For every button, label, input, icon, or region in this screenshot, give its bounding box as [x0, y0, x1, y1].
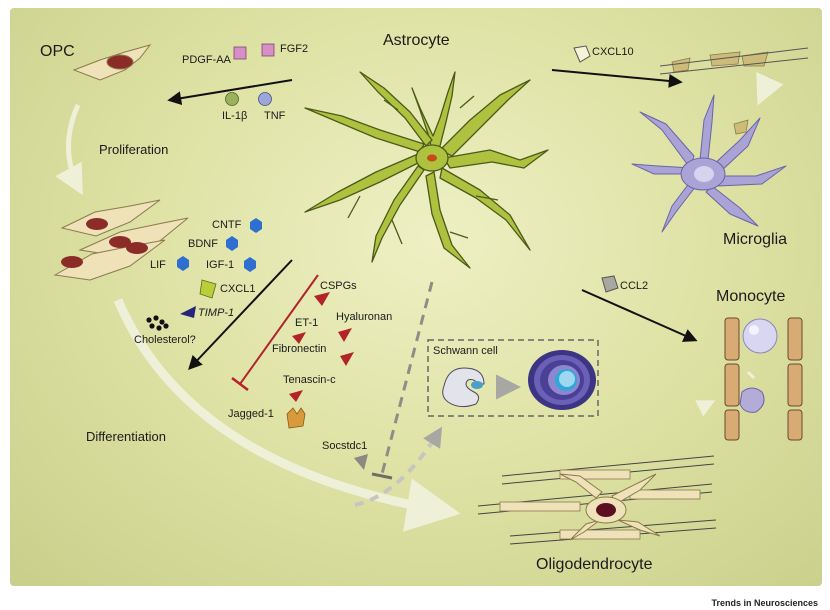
socstdc1-label: Socstdc1 [322, 440, 368, 452]
cxcl1-shape [199, 279, 217, 299]
jagged1-label: Jagged-1 [228, 408, 274, 420]
oligodendrocyte-nucleus [596, 503, 616, 517]
tnf-label: TNF [264, 110, 286, 122]
socstdc1-shape [354, 454, 368, 470]
opc-label: OPC [40, 43, 75, 60]
cxcl10-label: CXCL10 [592, 46, 634, 58]
debris-arrow [756, 71, 784, 106]
astrocyte-cell [304, 71, 549, 269]
arrow-to-microglia [551, 69, 683, 88]
cntf-hexagon [250, 218, 262, 233]
microglia-cell [631, 94, 787, 233]
opc-nucleus [126, 242, 148, 254]
ccl2-shape [601, 275, 619, 293]
schwann-nucleus [471, 381, 483, 389]
schwann-box [427, 339, 599, 417]
dashed-arrow-to-schwann [354, 426, 443, 507]
fgf2-label: FGF2 [280, 43, 309, 55]
fgf2-square [261, 43, 275, 57]
axon-line [659, 47, 809, 67]
cholesterol-dots [146, 315, 169, 331]
microglia-label: Microglia [723, 231, 788, 248]
differentiation-arrow [113, 298, 461, 532]
cxcl10-shape [573, 45, 591, 63]
igf1-hexagon [244, 257, 256, 272]
lif-hexagon [177, 256, 189, 271]
schwann-cell [442, 367, 485, 408]
opc-nucleus [109, 236, 131, 248]
timp1-label: TIMP-1 [198, 307, 235, 319]
opc-cell [72, 44, 152, 81]
timp1-shape [180, 306, 196, 318]
ecm-triangles [289, 292, 354, 402]
cholesterol-label: Cholesterol? [134, 334, 196, 346]
oligodendrocyte-label: Oligodendrocyte [536, 556, 653, 573]
jagged1-shape [286, 407, 306, 429]
arrow-to-opc [167, 79, 293, 106]
opc-nucleus [86, 218, 108, 230]
myelinated-axon [528, 350, 596, 410]
proliferation-label: Proliferation [99, 142, 169, 157]
et1-label: ET-1 [295, 317, 319, 329]
monocyte-cell [742, 318, 778, 354]
pdgf-aa-label: PDGF-AA [182, 54, 231, 66]
cspgs-label: CSPGs [320, 280, 357, 292]
cxcl1-label: CXCL1 [220, 283, 256, 295]
il1b-label: IL-1β [222, 110, 248, 122]
lif-label: LIF [150, 259, 166, 271]
hyaluronan-label: Hyaluronan [336, 311, 393, 323]
myelin-segments [499, 469, 701, 540]
dashed-bar [371, 472, 393, 480]
axon-line [659, 57, 809, 75]
tnf-ball [258, 92, 272, 106]
bdnf-hexagon [226, 236, 238, 251]
journal-footer: Trends in Neurosciences [711, 598, 818, 608]
differentiation-label: Differentiation [86, 429, 166, 444]
monocyte-label: Monocyte [716, 288, 786, 305]
schwann-cell-label: Schwann cell [433, 345, 498, 357]
migrating-monocyte [739, 387, 765, 413]
astrocyte-nucleus [427, 154, 437, 162]
ccl2-label: CCL2 [620, 280, 649, 292]
tenascin-label: Tenascin-c [283, 374, 336, 386]
igf1-label: IGF-1 [206, 259, 235, 271]
vessel-wall [724, 317, 803, 441]
proliferation-arrow [55, 103, 83, 196]
opc-cluster [53, 199, 189, 281]
cntf-label: CNTF [212, 219, 242, 231]
arrow-to-differentiation [188, 259, 293, 371]
il1b-ball [225, 92, 239, 106]
inhibition-bar [231, 377, 249, 391]
inhibition-line [239, 274, 319, 385]
microglia-nucleus [694, 166, 714, 182]
astrocyte-label: Astrocyte [383, 32, 450, 49]
opc-nucleus [61, 256, 83, 268]
pdgf-aa-square [233, 46, 247, 60]
bdnf-label: BDNF [188, 238, 218, 250]
arrow-to-monocyte [581, 289, 698, 342]
fibronectin-label: Fibronectin [272, 343, 327, 355]
